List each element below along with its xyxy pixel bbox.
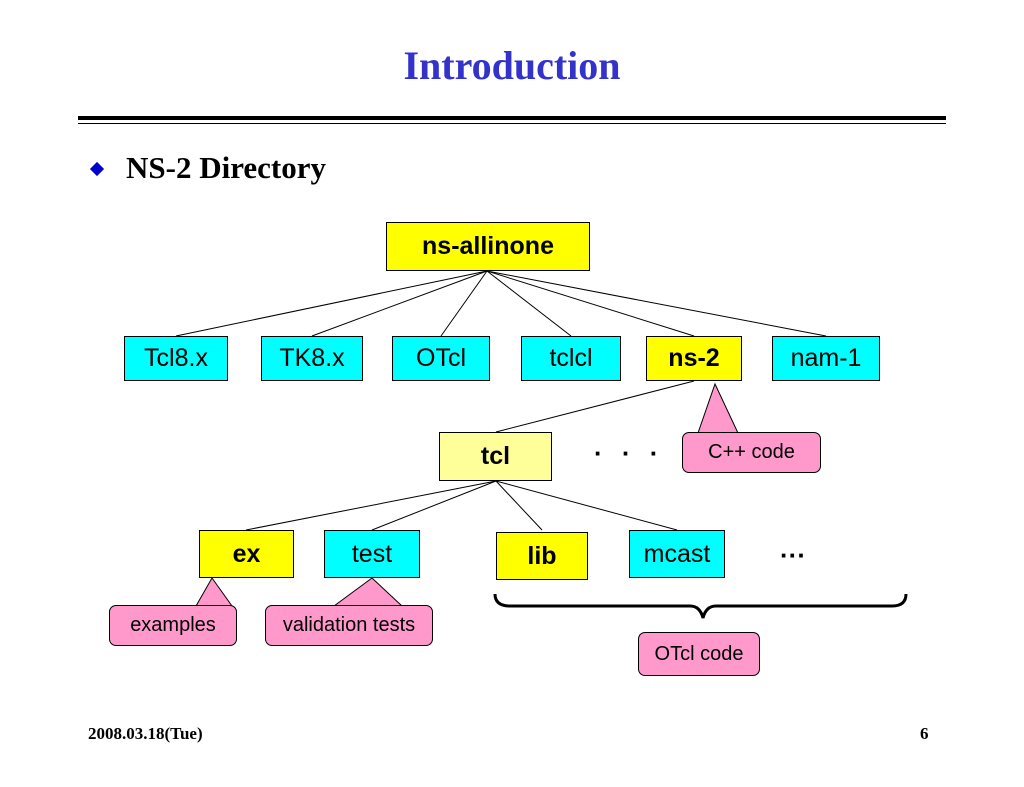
node-tk8x: TK8.x bbox=[261, 336, 363, 381]
connector-ns2-tcl bbox=[495, 380, 695, 433]
callout-validation-tests: validation tests bbox=[265, 605, 433, 646]
node-ex: ex bbox=[199, 530, 294, 578]
node-tcl: tcl bbox=[439, 432, 552, 481]
node-tcl8x: Tcl8.x bbox=[124, 336, 228, 381]
node-ns-allinone: ns-allinone bbox=[386, 222, 590, 271]
callout-cpp-code: C++ code bbox=[682, 432, 821, 473]
node-otcl: OTcl bbox=[392, 336, 490, 381]
level3-ellipsis: ··· bbox=[780, 540, 806, 570]
callout-examples: examples bbox=[109, 605, 237, 646]
bullet-heading: NS-2 Directory bbox=[126, 150, 327, 185]
connector-root-tcl8x bbox=[175, 270, 488, 337]
title-divider-thick bbox=[78, 116, 946, 120]
connector-tcl-ex bbox=[245, 480, 497, 531]
page-number: 6 bbox=[920, 724, 929, 743]
connector-root-nam1 bbox=[486, 270, 827, 337]
node-mcast: mcast bbox=[629, 530, 725, 578]
title-divider-thin bbox=[78, 123, 946, 124]
connector-tcl-test bbox=[371, 480, 497, 531]
connector-root-tclcl bbox=[486, 270, 572, 337]
connector-tcl-mcast bbox=[495, 480, 678, 531]
node-lib: lib bbox=[496, 532, 588, 580]
node-nam1: nam-1 bbox=[772, 336, 880, 381]
level2-ellipsis: · · · bbox=[594, 438, 665, 468]
otcl-brace bbox=[493, 593, 908, 619]
connector-tcl-lib bbox=[495, 480, 543, 531]
connector-root-otcl bbox=[440, 270, 488, 337]
callout-otcl-code: OTcl code bbox=[638, 632, 760, 676]
footer-date: 2008.03.18(Tue) bbox=[88, 724, 203, 743]
callout-pointer-validation bbox=[332, 577, 404, 607]
connector-root-ns2 bbox=[486, 270, 695, 337]
slide-title: Introduction bbox=[403, 43, 621, 88]
node-test: test bbox=[324, 530, 420, 578]
node-tclcl: tclcl bbox=[521, 336, 621, 381]
callout-pointer-examples bbox=[195, 577, 233, 607]
connector-root-tk8x bbox=[311, 270, 488, 337]
node-ns2: ns-2 bbox=[646, 336, 742, 381]
callout-pointer-cpp bbox=[697, 382, 739, 434]
